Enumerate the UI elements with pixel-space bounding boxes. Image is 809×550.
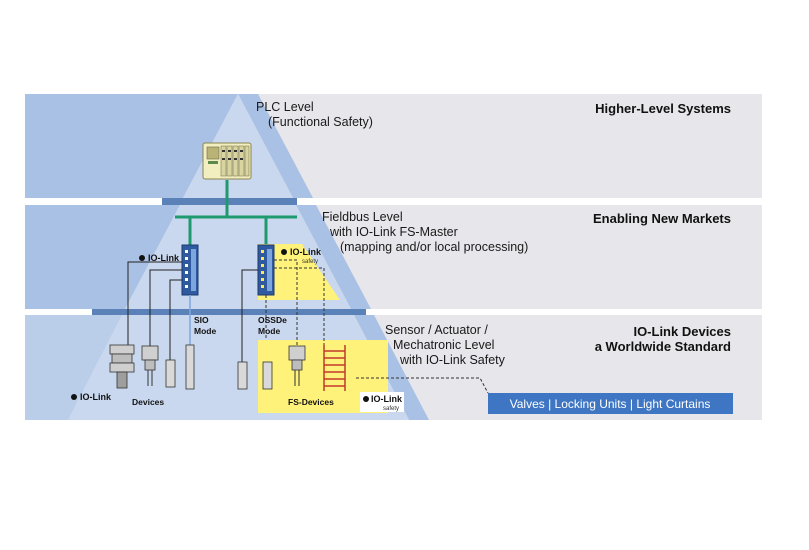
- sio-mode-label-line2: Mode: [194, 326, 216, 336]
- io-link-logo-text: IO-Link: [290, 247, 322, 257]
- safety-zone-master: [258, 244, 340, 300]
- device-block-2: [237, 361, 248, 390]
- plc-level-heading: Higher-Level Systems: [595, 101, 731, 116]
- io-link-safety-logo-fieldbus: IO-Link safety: [281, 247, 322, 265]
- pyramid-lower-left-fill: [25, 315, 122, 420]
- device-rod: [185, 344, 195, 390]
- fieldbus-band-left: [25, 205, 180, 309]
- fieldbus-level-line2: with IO-Link FS-Master: [329, 225, 458, 239]
- devices-level-line2: Mechatronic Level: [393, 338, 494, 352]
- io-link-logo-text: IO-Link: [80, 392, 112, 402]
- io-link-safety-logo-devices: IO-Link safety: [360, 392, 404, 412]
- device-valve: [109, 344, 135, 389]
- io-link-fs-master: [257, 244, 275, 296]
- io-link-logo-fieldbus: IO-Link: [139, 253, 180, 263]
- device-block-1: [165, 359, 176, 388]
- devices-level-heading-line2: a Worldwide Standard: [595, 339, 731, 354]
- callout-leader: [356, 377, 489, 394]
- fieldbus-level-heading: Enabling New Markets: [593, 211, 731, 226]
- plc-band-edge: [238, 94, 313, 198]
- callout-text: Valves | Locking Units | Light Curtains: [510, 397, 711, 411]
- fieldbus-level-line1: Fieldbus Level: [322, 210, 403, 224]
- fs-devices-label: FS-Devices: [288, 397, 334, 407]
- safety-logo-text: safety: [302, 259, 318, 265]
- plc-band-left: [25, 94, 238, 198]
- ossde-wiring: [265, 259, 325, 346]
- devices-level-line1: Sensor / Actuator /: [385, 323, 488, 337]
- bus-bar-upper: [162, 198, 297, 205]
- fs-device-light-curtain: [323, 345, 346, 391]
- plc-device: [202, 142, 252, 180]
- io-link-master: [181, 244, 199, 296]
- plc-level-title: PLC Level: [256, 100, 314, 114]
- device-wiring: [127, 261, 258, 362]
- safety-logo-text: safety: [383, 406, 399, 412]
- devices-level-line3: with IO-Link Safety: [399, 353, 506, 367]
- bus-bar-lower: [92, 309, 366, 315]
- fs-device-sensor: [288, 345, 306, 386]
- fieldbus-band-edge: [296, 205, 371, 309]
- devices-label: Devices: [132, 397, 164, 407]
- devices-level-heading-line1: IO-Link Devices: [633, 324, 731, 339]
- fieldbus-level-line3: (mapping and/or local processing): [340, 240, 528, 254]
- plc-level-subtitle: (Functional Safety): [268, 115, 373, 129]
- io-link-logo-text: IO-Link: [148, 253, 180, 263]
- fieldbus-network: [175, 180, 297, 245]
- ossde-mode-label-line2: Mode: [258, 326, 280, 336]
- fs-device-block: [262, 361, 273, 390]
- io-link-logo-text: IO-Link: [371, 394, 403, 404]
- sio-mode-label-line1: SIO: [194, 315, 209, 325]
- io-link-logo-devices: IO-Link: [71, 392, 112, 402]
- device-sensor: [141, 345, 159, 386]
- ossde-mode-label-line1: OSSDe: [258, 315, 287, 325]
- callout-box: [488, 393, 733, 414]
